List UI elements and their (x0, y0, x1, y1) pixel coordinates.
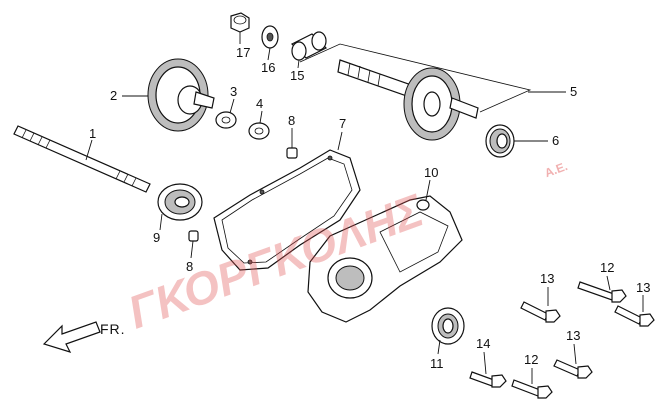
part-13-bolt-b (614, 295, 655, 327)
callout-15: 15 (290, 68, 304, 83)
part-13-bolt-c (553, 343, 593, 379)
part-10-transmission-cover (307, 179, 463, 323)
part-12-bolt-upper (577, 275, 627, 303)
part-15-bushing (290, 31, 328, 69)
callout-14: 14 (476, 336, 490, 351)
callout-12-upper: 12 (600, 260, 614, 275)
callout-4: 4 (256, 96, 263, 111)
callout-5: 5 (570, 84, 577, 99)
callout-16: 16 (261, 60, 275, 75)
callout-7: 7 (339, 116, 346, 131)
callout-2: 2 (110, 88, 117, 103)
callout-12-lower: 12 (524, 352, 538, 367)
callout-8-lower: 8 (186, 259, 193, 274)
callout-10: 10 (424, 165, 438, 180)
part-2-gear (122, 58, 215, 132)
callout-3: 3 (230, 84, 237, 99)
part-5-gear-shaft (299, 43, 532, 141)
front-direction-label: FR. (100, 321, 126, 337)
part-8-dowel-pin-upper (286, 128, 298, 159)
part-11-oil-seal (431, 307, 465, 355)
callout-13-b: 13 (636, 280, 650, 295)
callout-9: 9 (153, 230, 160, 245)
part-7-gasket (213, 131, 361, 271)
part-13-bolt-a (520, 287, 561, 323)
front-direction-arrow: FR. (42, 321, 126, 353)
callout-13-a: 13 (540, 271, 554, 286)
part-14-bolt (469, 351, 507, 388)
callout-11: 11 (430, 356, 444, 371)
part-16-washer (261, 25, 279, 61)
callout-13-c: 13 (566, 328, 580, 343)
part-8-dowel-pin-lower (188, 230, 199, 259)
part-3-washer (215, 98, 237, 129)
callout-6: 6 (552, 133, 559, 148)
callout-17: 17 (236, 45, 250, 60)
callout-1: 1 (89, 126, 96, 141)
callout-8-upper: 8 (288, 113, 295, 128)
watermark-suffix: Α.Ε. (543, 159, 570, 180)
part-4-washer (248, 110, 270, 140)
part-12-bolt-lower (511, 368, 553, 399)
part-17-nut (230, 12, 250, 44)
part-6-bearing (485, 124, 548, 158)
part-1-shaft (13, 125, 151, 193)
part-9-bearing (157, 183, 203, 231)
